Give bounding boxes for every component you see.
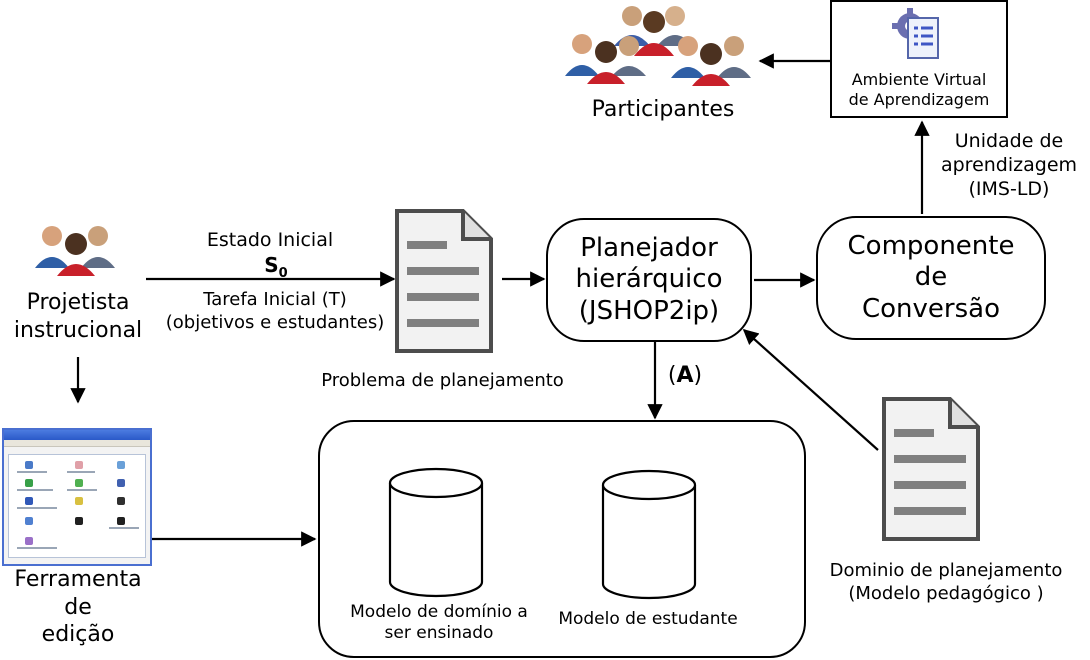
projetista-label: Projetista instrucional: [13, 290, 143, 343]
thumb-icon: [25, 537, 33, 545]
thumb-icon: [25, 479, 33, 487]
thumb-caption: [17, 471, 47, 473]
s0-symbol: S0: [256, 253, 296, 282]
ava-box: Ambiente Virtual de Aprendizagem: [830, 0, 1008, 118]
person-right-3: [692, 43, 730, 86]
person-left-3: [587, 41, 625, 84]
s0-subscript: 0: [278, 266, 288, 281]
arrow-dominio-to-planejador: [742, 328, 879, 451]
thumb-icon: [75, 497, 83, 505]
problema-label: Problema de planejamento: [321, 370, 564, 391]
thumb-icon: [75, 479, 83, 487]
person-left-1: [565, 34, 599, 76]
planejador-box: Planejador hierárquico (JSHOP2ip): [546, 218, 752, 342]
person-right-2: [717, 36, 751, 78]
modelo-estudante-label: Modelo de estudante: [558, 609, 738, 629]
thumb-caption: [17, 507, 57, 509]
thumb-caption: [109, 527, 139, 529]
thumb-icon: [25, 497, 33, 505]
projetista-person-right: [81, 226, 115, 268]
person-left-2: [612, 36, 646, 76]
planejador-label: Planejador hierárquico (JSHOP2ip): [575, 233, 723, 326]
person-right-1: [671, 36, 705, 78]
projetista-person-center: [57, 233, 95, 276]
projetista-person-left: [35, 226, 69, 268]
thumb-icon: [75, 461, 83, 469]
thumb-caption: [17, 489, 53, 491]
window-menubar: [4, 440, 150, 447]
ava-label: Ambiente Virtual de Aprendizagem: [848, 70, 990, 109]
dominio-label: Dominio de planejamento (Modelo pedagógi…: [829, 560, 1063, 604]
unidade-label: Unidade de aprendizagem (IMS-LD): [940, 130, 1078, 200]
document-icon: [395, 209, 493, 353]
person-front-center: [634, 11, 674, 56]
window-titlebar: [4, 430, 150, 440]
thumb-icon: [25, 517, 33, 525]
modelo-dominio-label: Modelo de domínio a ser ensinado: [350, 602, 528, 644]
thumb-caption: [17, 547, 57, 549]
document-icon: [882, 397, 980, 541]
thumb-icon: [117, 461, 125, 469]
editor-window-thumbnail: [2, 428, 152, 566]
componente-label: Componente de Conversão: [847, 231, 1015, 324]
componente-box: Componente de Conversão: [816, 216, 1046, 340]
annotation-a-letter: A: [676, 363, 694, 388]
thumb-caption: [67, 471, 95, 473]
thumb-icon: [117, 479, 125, 487]
annotation-a: (A): [667, 363, 703, 388]
thumb-icon: [117, 517, 125, 525]
thumb-caption: [67, 489, 97, 491]
s0-main: S: [264, 253, 279, 277]
thumb-icon: [75, 517, 83, 525]
ferramenta-label: Ferramenta de edição: [14, 567, 142, 647]
gear-document-icon: [892, 8, 939, 59]
window-body: [8, 454, 146, 558]
thumb-icon: [25, 461, 33, 469]
estado-inicial-label: Estado Inicial: [206, 229, 334, 251]
participantes-label: Participantes: [591, 97, 735, 122]
tarefa-inicial-label: Tarefa Inicial (T) (objetivos e estudant…: [165, 289, 385, 333]
thumb-icon: [117, 497, 125, 505]
